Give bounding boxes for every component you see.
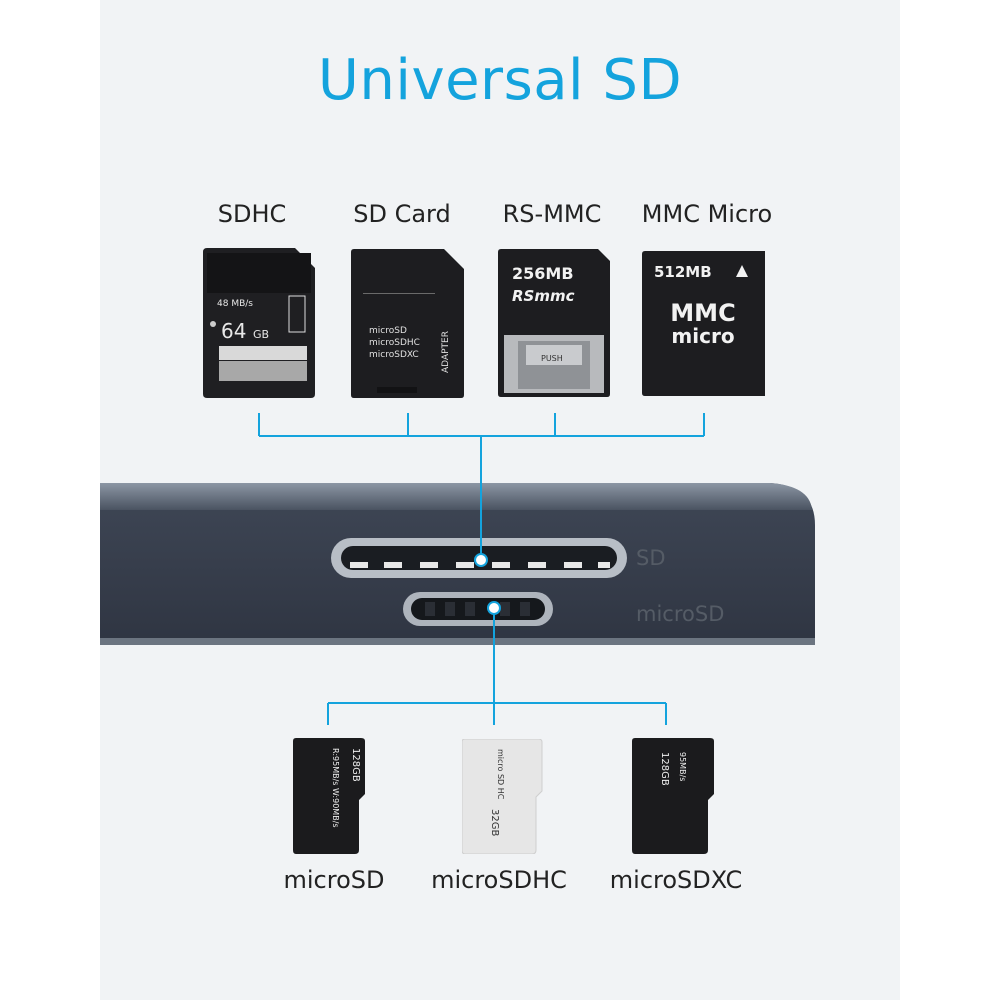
microsd-slot xyxy=(411,598,545,620)
microsd-card: 128GB R:95MB/s W:90MB/s xyxy=(293,738,365,854)
sd-slot-label: SD xyxy=(636,546,666,570)
rsmmc-capacity: 256MB xyxy=(512,264,574,283)
sdhc-unit: GB xyxy=(253,328,269,341)
label-rs-mmc: RS-MMC xyxy=(502,200,602,228)
triangle-icon xyxy=(736,265,748,277)
sd-card-adapter: microSD microSDHC microSDXC ADAPTER xyxy=(351,249,464,398)
top-bracket-lines xyxy=(258,413,705,556)
adapter-line-3: microSDXC xyxy=(369,350,419,360)
microsdxc-capacity: 128GB xyxy=(659,752,670,786)
label-mmc-micro: MMC Micro xyxy=(641,200,773,228)
label-microsdhc: microSDHC xyxy=(431,866,567,894)
mmcmicro-brand: MMC xyxy=(670,299,735,327)
device-top-edge xyxy=(100,483,812,510)
microsdhc-capacity: 32GB xyxy=(489,809,500,836)
rsmmc-brand: RSmmc xyxy=(512,287,575,305)
microsd-slot-pins xyxy=(425,602,530,616)
label-microsd: microSD xyxy=(283,866,385,894)
device-bottom-edge xyxy=(100,638,815,645)
microsdxc-speed: 95MB/s xyxy=(678,752,687,781)
adapter-line-2: microSDHC xyxy=(369,338,420,348)
mmcmicro-capacity: 512MB xyxy=(654,263,712,281)
sd-slot-pins xyxy=(350,562,610,568)
adapter-line-1: microSD xyxy=(369,326,407,336)
page-title: Universal SD xyxy=(317,48,683,113)
microsdhc-logo: micro SD HC xyxy=(496,749,505,800)
microsd-capacity: 128GB xyxy=(350,748,361,782)
rs-mmc-card: 256MB RSmmc PUSH xyxy=(498,249,610,397)
sdhc-capacity: 64 xyxy=(221,319,246,343)
sdhc-card: 48 MB/s 64 GB xyxy=(203,248,315,398)
label-microsdxc: microSDXC xyxy=(609,866,743,894)
microsd-slot-label: microSD xyxy=(636,602,725,626)
sd-connector-dot xyxy=(474,553,488,567)
microsdxc-card: 128GB 95MB/s xyxy=(632,738,714,854)
sdhc-speed: 48 MB/s xyxy=(217,299,253,309)
adapter-vertical-text: ADAPTER xyxy=(441,331,451,373)
mmcmicro-sub: micro xyxy=(671,324,734,348)
microsd-speed: R:95MB/s W:90MB/s xyxy=(331,748,340,828)
label-sd-card: SD Card xyxy=(353,200,451,228)
bottom-bracket-lines xyxy=(327,612,667,725)
label-sdhc: SDHC xyxy=(217,200,287,228)
microsd-connector-dot xyxy=(487,601,501,615)
mmc-micro-card: 512MB MMC micro xyxy=(642,251,765,396)
microsdhc-card: 32GB micro SD HC xyxy=(462,739,543,854)
rsmmc-push: PUSH xyxy=(541,354,563,363)
